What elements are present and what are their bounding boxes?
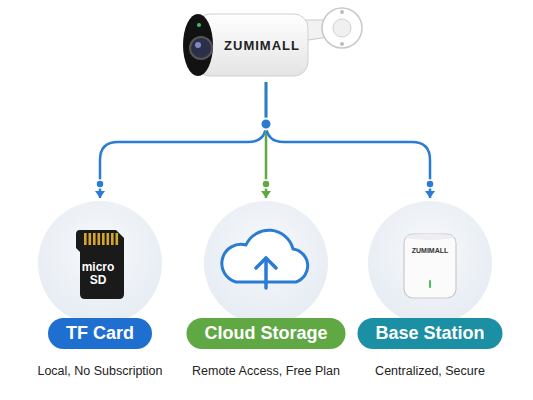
mount-plate [322, 8, 362, 48]
icon-circle [340, 200, 520, 330]
icon-circle [176, 200, 356, 330]
sd-contact [107, 233, 110, 245]
sd-contact [89, 233, 92, 245]
base-station-top [406, 234, 454, 240]
camera-node: ZUMIMALL [178, 8, 312, 82]
end-dot [426, 180, 434, 188]
storage-subtitle: Centralized, Secure [340, 364, 520, 378]
arrowhead [425, 191, 435, 198]
upload-arrow [264, 258, 268, 288]
storage-node: Base StationCentralized, Secure [340, 200, 520, 385]
storage-pill: Base Station [357, 318, 502, 349]
lens-glint [195, 42, 201, 48]
icon-background [38, 201, 162, 325]
camera-face [183, 14, 213, 76]
brand-text: ZUMIMALL [216, 38, 308, 53]
end-dot [96, 180, 104, 188]
arrowhead [261, 191, 271, 198]
status-light [197, 23, 201, 27]
icon-label: ZUMIMALL [404, 247, 456, 255]
sd-contact [102, 233, 105, 245]
sd-contact [116, 233, 119, 245]
fork-dot [261, 119, 272, 130]
connector-line [100, 82, 266, 198]
storage-node: TF CardLocal, No Subscription [10, 200, 190, 385]
connector [95, 82, 266, 198]
connector [266, 82, 435, 198]
storage-pill: TF Card [48, 318, 152, 349]
sd-contact [93, 233, 96, 245]
upload-arrowhead [256, 258, 276, 268]
storage-subtitle: Local, No Subscription [10, 364, 190, 378]
connector-line [266, 82, 430, 198]
mount-screw [340, 42, 344, 46]
arrowhead [95, 191, 105, 198]
base-station-icon [404, 234, 456, 298]
mount-screw [340, 10, 344, 14]
sd-contact [84, 233, 87, 245]
icon-label: micro SD [76, 261, 120, 286]
sd-card-icon [76, 230, 124, 299]
icon-background [368, 201, 492, 325]
sd-contact [111, 233, 114, 245]
end-dot [262, 180, 270, 188]
storage-pill: Cloud Storage [186, 318, 345, 349]
storage-subtitle: Remote Access, Free Plan [176, 364, 356, 378]
icon-background [204, 201, 328, 325]
mount-joint [333, 19, 351, 37]
camera-lens [190, 37, 212, 59]
base-station-light [429, 280, 431, 288]
sd-contact [98, 233, 101, 245]
storage-node: Cloud StorageRemote Access, Free Plan [176, 200, 356, 385]
